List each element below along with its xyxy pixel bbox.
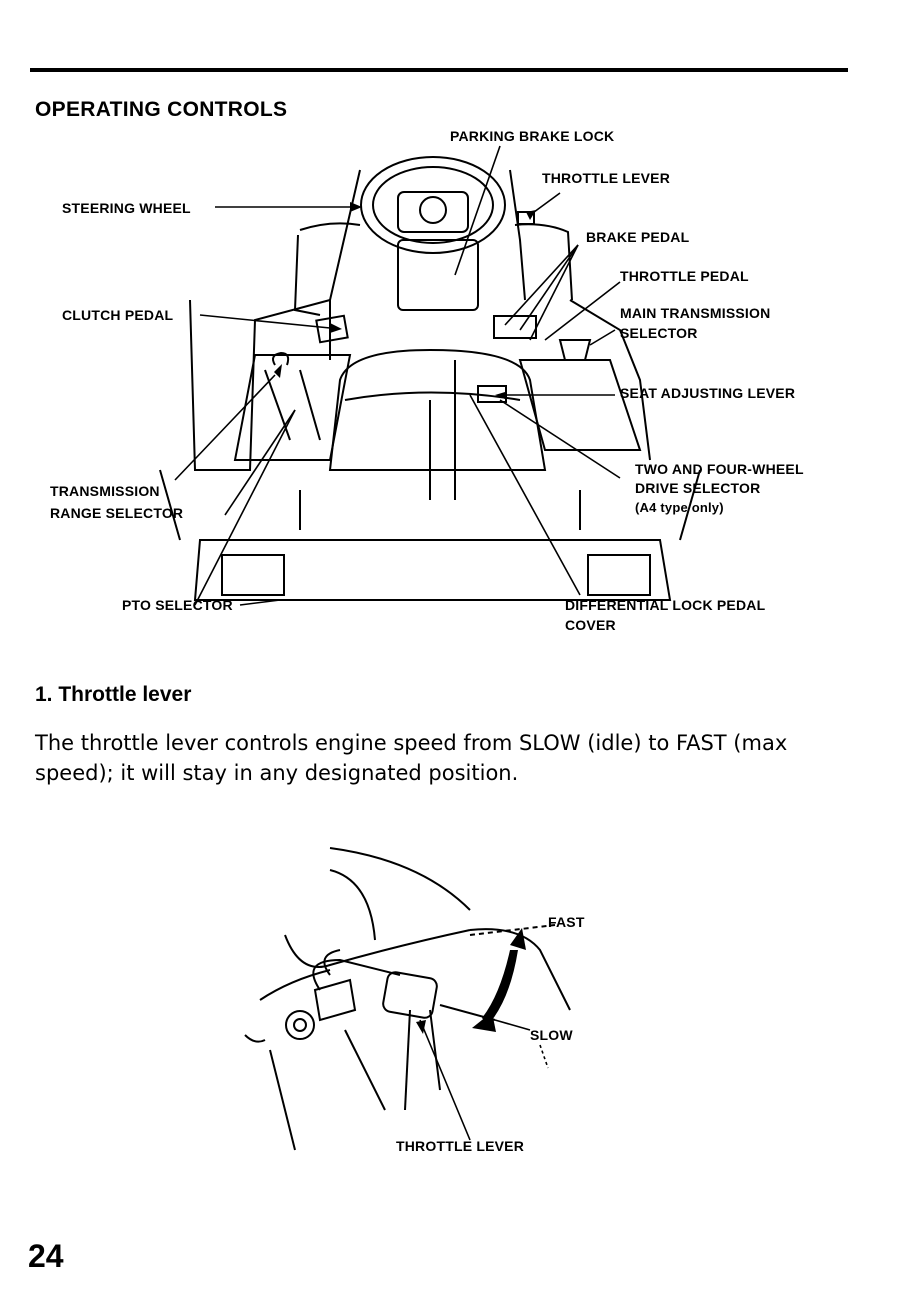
page-number: 24 xyxy=(28,1238,64,1275)
label-slow: SLOW xyxy=(530,1027,573,1043)
label-throttle-lever-detail: THROTTLE LEVER xyxy=(396,1138,524,1154)
label-fast: FAST xyxy=(548,914,585,930)
